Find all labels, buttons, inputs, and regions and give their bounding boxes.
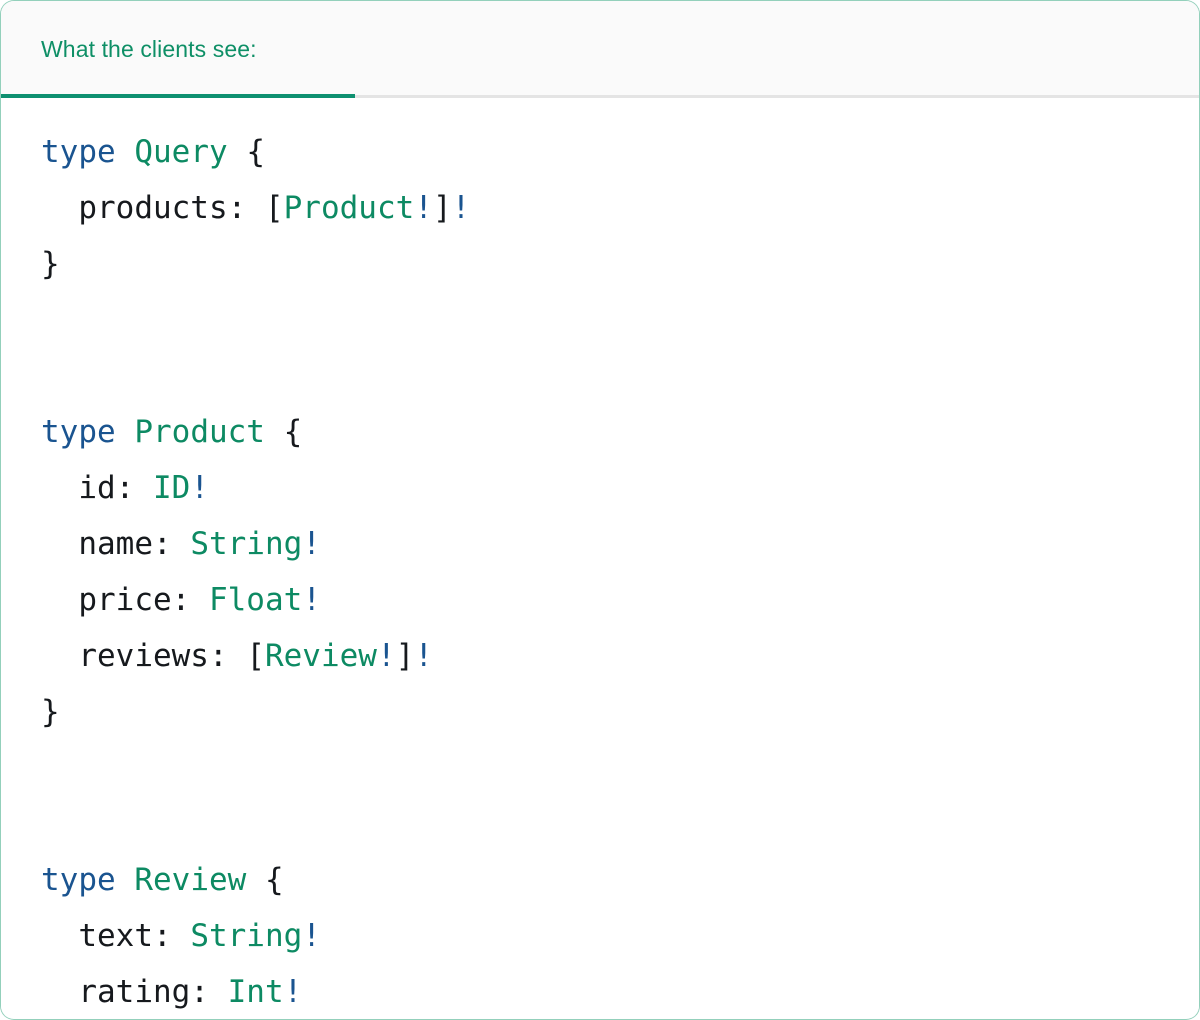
code-line: reviews: [Review!]! [41, 638, 433, 674]
code-line [41, 292, 1199, 348]
code-token-field: reviews: [41, 638, 247, 674]
code-token-bang: ! [302, 526, 321, 562]
code-token-bang: ! [302, 582, 321, 618]
tab-label: What the clients see: [41, 36, 257, 62]
code-line: id: ID! [41, 470, 209, 506]
code-token-type: Product [283, 190, 415, 226]
code-token-punc: { [264, 862, 284, 898]
code-token-type: Review [264, 638, 377, 674]
code-line: type Review { [41, 862, 284, 898]
code-token-field: rating: [41, 974, 228, 1010]
code-token-type: ID [152, 470, 191, 506]
code-line [41, 740, 1199, 796]
code-token-type: String [190, 526, 303, 562]
code-token-field: text: [41, 918, 191, 954]
code-token-bang: ! [451, 190, 471, 226]
code-token-punc: { [283, 414, 303, 450]
code-line: } [41, 694, 60, 730]
code-token-punc: { [246, 134, 265, 170]
code-token-bang: ! [414, 190, 433, 226]
code-token-bang: ! [302, 918, 321, 954]
code-token-type: Query [134, 134, 228, 170]
code-token-type: Product [134, 414, 265, 450]
code-token-bang: ! [376, 638, 396, 674]
code-line: rating: Int! [41, 974, 302, 1010]
code-panel: type Query { products: [Product!]! } typ… [1, 98, 1199, 1018]
code-token-punc [228, 134, 247, 170]
code-token-type: Float [208, 582, 303, 618]
code-token-type: String [190, 918, 303, 954]
code-token-punc: } [41, 246, 60, 282]
code-token-field: name: [41, 526, 191, 562]
tab-what-the-clients-see[interactable]: What the clients see: [1, 1, 355, 98]
code-token-kw: type [41, 134, 116, 170]
code-token-type: Int [227, 974, 284, 1010]
code-token-punc [116, 134, 135, 170]
code-line: text: String! [41, 918, 321, 954]
code-token-kw: type [41, 414, 116, 450]
code-line: } [41, 246, 60, 282]
code-token-punc: ] [432, 190, 452, 226]
code-token-bang: ! [414, 638, 433, 674]
code-token-punc [265, 414, 284, 450]
code-line: type Query { [41, 134, 265, 170]
code-token-kw: type [41, 862, 116, 898]
code-line: products: [Product!]! [41, 190, 470, 226]
tab-strip: What the clients see: [1, 1, 1199, 98]
code-token-punc [246, 862, 265, 898]
code-token-field: id: [41, 470, 153, 506]
code-line: price: Float! [41, 582, 321, 618]
graphql-schema-code: type Query { products: [Product!]! } typ… [1, 124, 1199, 1018]
code-token-bang: ! [190, 470, 209, 506]
code-token-punc: [ [264, 190, 284, 226]
code-token-field: products: [41, 190, 265, 226]
code-token-punc: ] [395, 638, 415, 674]
code-line: type Product { [41, 414, 302, 450]
code-token-punc: [ [246, 638, 265, 674]
code-token-bang: ! [283, 974, 303, 1010]
code-token-punc [116, 862, 135, 898]
code-token-field: price: [41, 582, 209, 618]
code-token-punc: } [41, 694, 60, 730]
code-token-punc [116, 414, 135, 450]
code-line: name: String! [41, 526, 321, 562]
code-token-type: Review [134, 862, 247, 898]
